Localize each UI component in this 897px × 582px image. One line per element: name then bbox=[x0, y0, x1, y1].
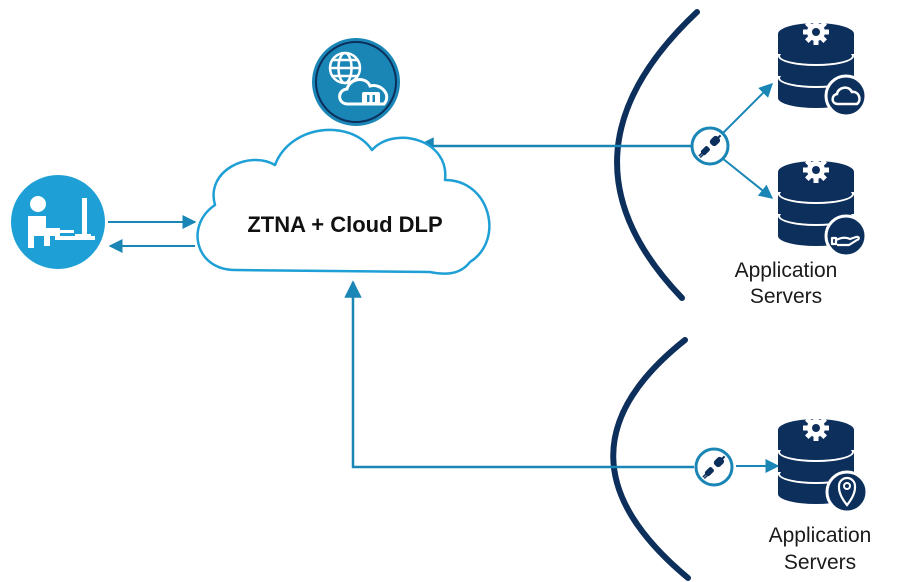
server-group-1-label-line1: Application bbox=[735, 259, 838, 282]
server-group-2-label-line1: Application bbox=[769, 524, 872, 547]
server-hand bbox=[778, 157, 868, 258]
perimeter-arc-bottom bbox=[610, 337, 691, 581]
ztna-cloud bbox=[196, 128, 491, 275]
perimeter-arc-top bbox=[614, 9, 700, 301]
server-group-1-label-line2: Servers bbox=[750, 285, 822, 308]
cloud-badge-icon bbox=[824, 74, 868, 118]
bottom-connector-to-cloud-arrow bbox=[344, 280, 694, 469]
server-cloud bbox=[778, 19, 868, 118]
connector-plug-icon-bottom bbox=[694, 447, 734, 487]
connector-to-server1-arrow bbox=[721, 83, 773, 135]
server-location bbox=[778, 415, 869, 514]
cloud-label: ZTNA + Cloud DLP bbox=[247, 212, 442, 237]
connector-to-server2-arrow bbox=[721, 157, 774, 199]
location-pin-icon bbox=[825, 470, 869, 514]
user-at-computer-icon bbox=[11, 175, 105, 269]
globe-cloud-icon bbox=[312, 38, 400, 126]
hand-badge-icon bbox=[824, 214, 868, 258]
connector-plug-icon-top bbox=[690, 126, 730, 166]
server-group-2-label-line2: Servers bbox=[784, 551, 856, 574]
